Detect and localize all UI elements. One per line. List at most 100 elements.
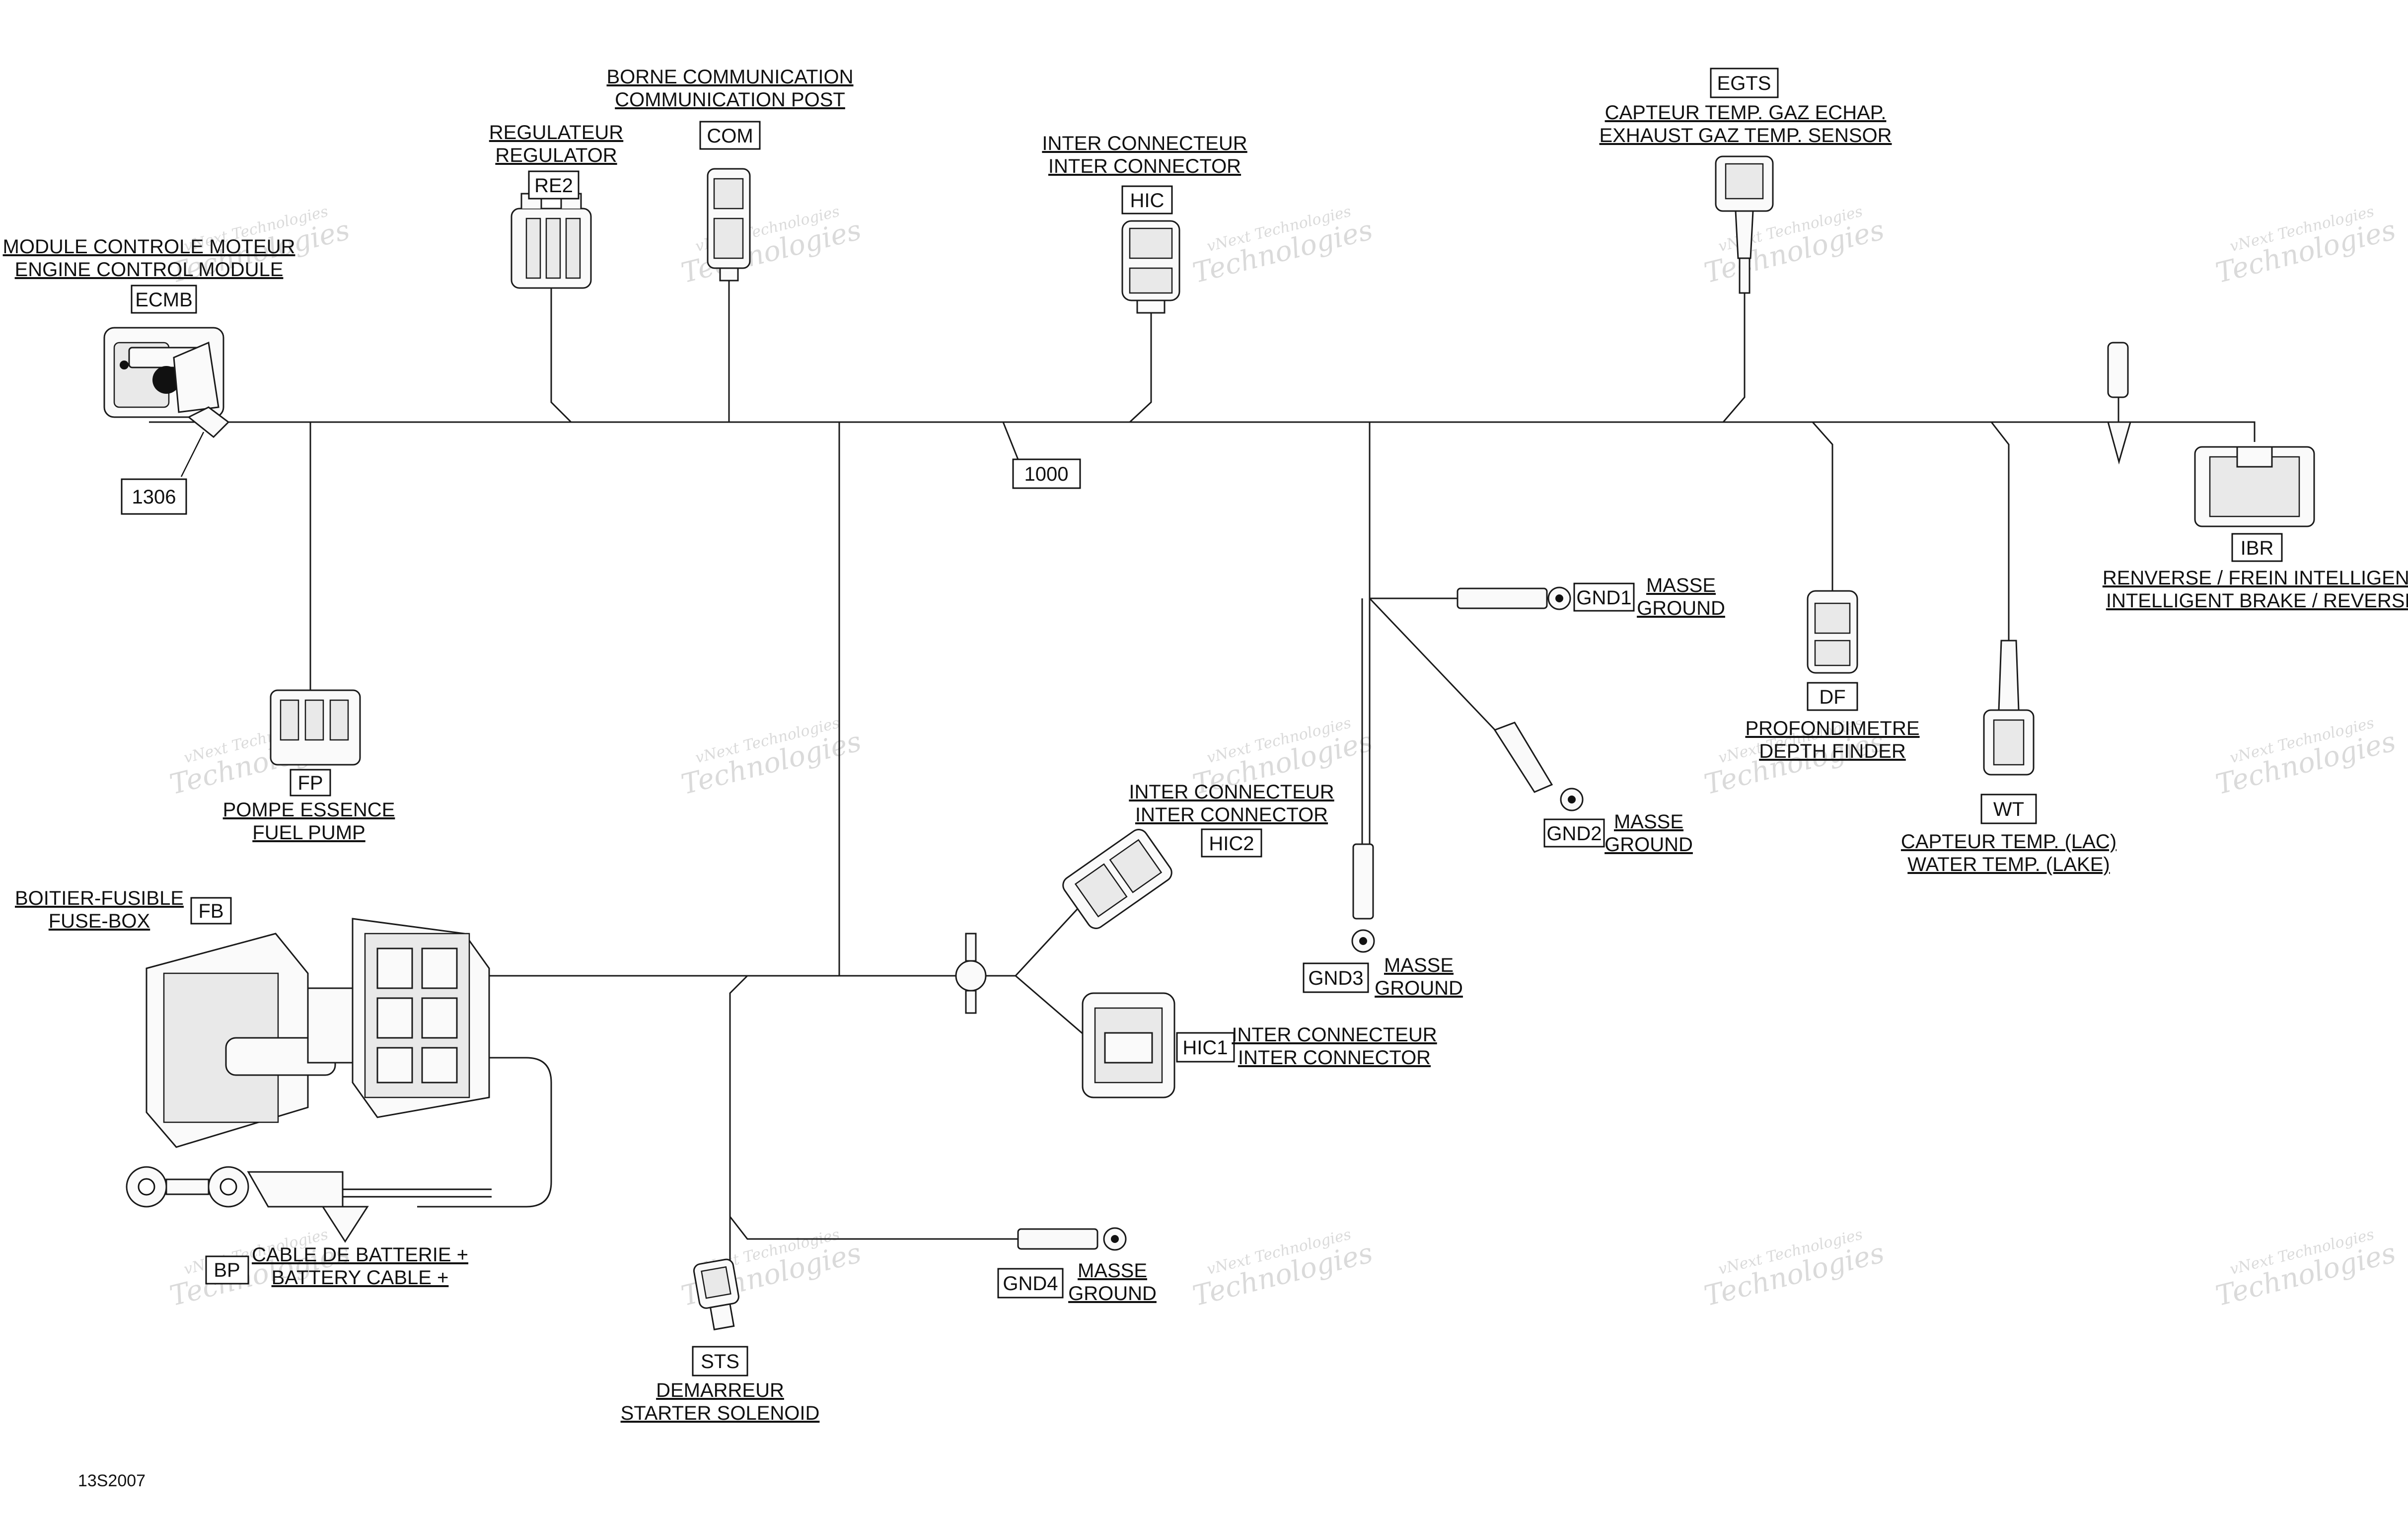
ibr-label-fr: RENVERSE / FREIN INTELLIGENT <box>2103 567 2408 589</box>
egts-sensor-drawing[interactable] <box>1715 155 1774 294</box>
hic-connector-drawing[interactable] <box>1121 220 1180 314</box>
re2-code: RE2 <box>534 175 573 197</box>
gnd4-code-box <box>997 1268 1064 1299</box>
hic2-label-en: INTER CONNECTOR <box>1135 804 1328 826</box>
df-label-fr: PROFONDIMETRE <box>1745 718 1919 739</box>
sts-code-box <box>692 1346 748 1377</box>
main-trunk-wire <box>219 421 2256 442</box>
gnd2-code-box <box>1543 818 1605 848</box>
gnd2-label-fr: MASSE <box>1614 811 1683 833</box>
ecm-connector-drawing[interactable] <box>103 327 230 477</box>
fb-code: FB <box>198 900 223 922</box>
battery-cable-wire <box>417 1057 552 1208</box>
gnd2-code: GND2 <box>1546 823 1602 845</box>
gnd4-label-en: GROUND <box>1068 1283 1157 1305</box>
ref-1306-box <box>121 478 187 515</box>
gnd4-ring-terminal-drawing[interactable] <box>1017 1227 1127 1251</box>
hic-label-fr: INTER CONNECTEUR <box>1042 133 1247 154</box>
bp-code-box <box>205 1255 249 1285</box>
gnd3-label-en: GROUND <box>1375 977 1463 999</box>
re2-code-box <box>528 170 580 200</box>
depth-finder-wire <box>1812 422 1833 591</box>
fuse-box-drawing[interactable] <box>146 918 490 1148</box>
hic2-wire <box>1015 908 1079 977</box>
harness-label-leader <box>1002 422 1019 460</box>
wt-label-en: WATER TEMP. (LAKE) <box>1907 854 2110 875</box>
gnd4-code: GND4 <box>1003 1273 1058 1295</box>
ecmb-label-fr: MODULE CONTROLE MOTEUR <box>3 236 295 258</box>
com-post-connector-drawing[interactable] <box>707 168 751 282</box>
fp-code-box <box>290 769 331 797</box>
watermark-layer: vNext Technologies Technologies vNext Te… <box>166 203 2399 1312</box>
hic-label-en: INTER CONNECTOR <box>1048 155 1241 177</box>
ecmb-code: ECMB <box>135 289 193 311</box>
gnd3-label-fr: MASSE <box>1384 954 1454 976</box>
bp-label-en: BATTERY CABLE + <box>272 1267 449 1289</box>
fuel-pump-connector-drawing[interactable] <box>270 689 361 766</box>
gnd4-label-fr: MASSE <box>1078 1260 1147 1282</box>
ibr-label-en: INTELLIGENT BRAKE / REVERSE <box>2106 590 2408 612</box>
hic2-label-fr: INTER CONNECTEUR <box>1129 781 1334 803</box>
com-code: COM <box>707 125 753 147</box>
sts-label-fr: DEMARREUR <box>656 1380 784 1401</box>
egts-label-en: EXHAUST GAZ TEMP. SENSOR <box>1599 125 1892 146</box>
ibr-code: IBR <box>2241 537 2274 559</box>
com-code-box <box>699 121 761 150</box>
re2-label-en: REGULATOR <box>495 145 617 166</box>
regulator-wire <box>550 288 572 423</box>
hic2-connector-drawing[interactable] <box>1060 826 1175 932</box>
hic-code-box <box>1121 185 1173 215</box>
hic2-code-box <box>1201 828 1262 858</box>
depth-finder-connector-drawing[interactable] <box>1807 590 1858 674</box>
ecmb-label-en: ENGINE CONTROL MODULE <box>15 259 284 281</box>
wt-code: WT <box>1993 799 2024 820</box>
egts-code-box <box>1710 68 1779 98</box>
harness-wires <box>149 278 2256 1261</box>
gnd1-label-fr: MASSE <box>1646 575 1716 596</box>
fp-label-fr: POMPE ESSENCE <box>223 799 395 821</box>
ecmb-code-box <box>131 285 197 314</box>
starter-wire <box>729 975 748 1261</box>
wt-label-fr: CAPTEUR TEMP. (LAC) <box>1901 831 2116 853</box>
hic1-code: HIC1 <box>1182 1037 1228 1059</box>
df-label-en: DEPTH FINDER <box>1759 740 1906 762</box>
gnd3-code: GND3 <box>1308 967 1363 989</box>
gnd3-ring-terminal-drawing[interactable] <box>1351 843 1375 953</box>
gnd1-code-box <box>1573 582 1635 612</box>
ibr-code-box <box>2231 533 2283 562</box>
com-label-en: COMMUNICATION POST <box>615 89 845 111</box>
gnd2-label-en: GROUND <box>1605 834 1693 856</box>
figure-number: 13S2007 <box>78 1471 146 1490</box>
egts-label-fr: CAPTEUR TEMP. GAZ ECHAP. <box>1605 102 1887 124</box>
battery-cable-drawing[interactable] <box>126 1166 492 1243</box>
egts-code: EGTS <box>1717 73 1771 94</box>
egts-wire <box>1722 283 1746 423</box>
gnd1-ring-terminal-drawing[interactable] <box>1457 586 1571 610</box>
bp-label-fr: CABLE DE BATTERIE + <box>252 1244 468 1266</box>
fb-code-box <box>190 897 232 925</box>
gnd4-wire <box>729 1216 1018 1240</box>
sts-code: STS <box>701 1351 739 1373</box>
ibr-connector-drawing[interactable] <box>2107 342 2315 527</box>
regulator-connector-drawing[interactable] <box>511 193 592 289</box>
hic1-label-fr: INTER CONNECTEUR <box>1232 1024 1437 1046</box>
gnd3-code-box <box>1303 962 1369 993</box>
sts-label-en: STARTER SOLENOID <box>621 1402 820 1424</box>
gnd2-wire <box>1369 597 1501 736</box>
df-code-box <box>1807 682 1858 711</box>
ref-1306-code: 1306 <box>132 486 176 508</box>
com-label-fr: BORNE COMMUNICATION <box>606 66 853 88</box>
starter-solenoid-connector-drawing[interactable] <box>693 1258 743 1331</box>
fb-label-fr: BOITIER-FUSIBLE <box>15 887 184 909</box>
harness-clip-drawing <box>955 933 987 1014</box>
re2-label-fr: REGULATEUR <box>489 122 623 144</box>
water-temp-sensor-drawing[interactable] <box>1983 640 2035 776</box>
fp-label-en: FUEL PUMP <box>252 822 365 844</box>
gnd1-label-en: GROUND <box>1637 597 1725 619</box>
bp-code: BP <box>214 1259 240 1281</box>
hic-code: HIC <box>1130 190 1165 212</box>
hic1-label-en: INTER CONNECTOR <box>1238 1047 1431 1069</box>
hic1-connector-drawing[interactable] <box>1082 992 1175 1098</box>
gnd2-ring-terminal-drawing[interactable] <box>1493 722 1584 811</box>
